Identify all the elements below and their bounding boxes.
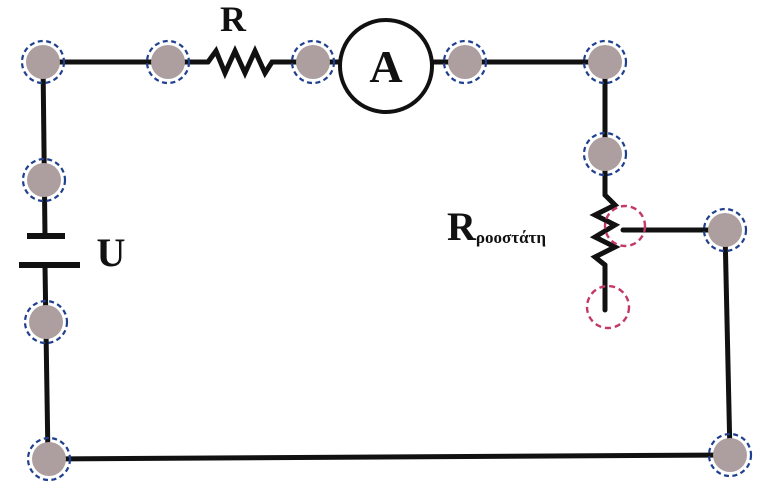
rheostat-zigzag-icon [589,192,621,268]
wire-left-top [40,59,48,239]
battery-u: U [19,230,125,275]
ammeter: A [338,18,434,114]
node-bottom-right-corner[interactable] [707,432,753,478]
empty-socket-wiper[interactable] [603,204,647,248]
wires [40,59,733,462]
node-before-resistor[interactable] [145,39,191,85]
rheostat-label-sub: ροοστάτη [476,228,546,247]
zigzag-resistor-icon [205,44,281,80]
rheostat-label-main: R [447,204,477,249]
node-after-resistor[interactable] [290,39,336,85]
node-after-ammeter[interactable] [442,39,488,85]
battery-label: U [97,230,126,275]
empty-sockets [585,204,647,330]
node-top-left-corner[interactable] [20,39,66,85]
rheostat: Rροοστάτη [447,192,621,268]
wire-bottom [42,452,733,462]
node-left-upper[interactable] [21,157,67,203]
resistor-label: R [220,0,247,39]
ammeter-circle-icon [338,18,434,114]
nodes [20,39,753,482]
empty-socket-tail[interactable] [585,284,631,330]
wire-right-far-down [722,227,733,458]
ammeter-label: A [369,41,402,92]
node-left-lower[interactable] [23,299,69,345]
node-top-right-corner[interactable] [582,39,628,85]
node-before-rheostat[interactable] [582,131,628,177]
node-bottom-left-corner[interactable] [26,436,72,482]
node-wiper-right[interactable] [702,207,748,253]
rheostat-label: Rροοστάτη [447,204,546,249]
resistor-r: R [205,0,281,80]
wire-left-bottom [42,263,51,462]
